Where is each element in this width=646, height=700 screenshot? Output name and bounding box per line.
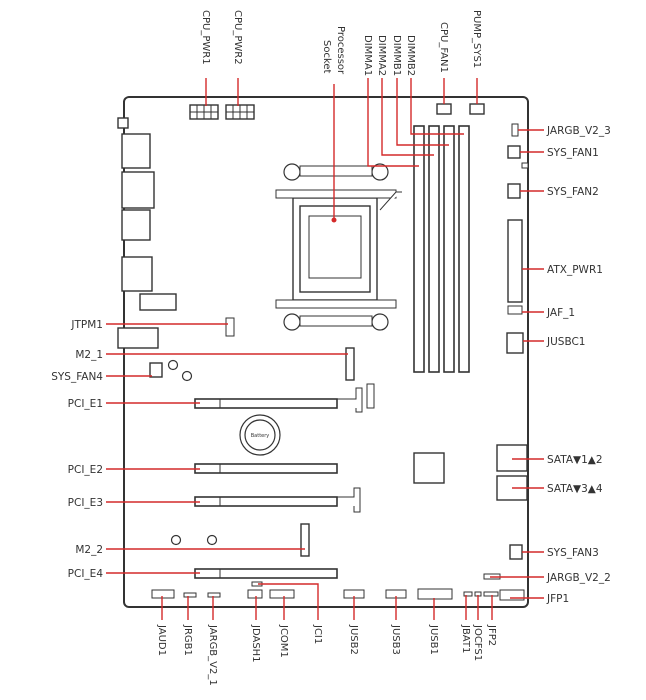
label-jusb1: JUSB1: [428, 624, 439, 655]
jcom1-header: [269, 589, 295, 599]
jargb-v2-3-header: [511, 123, 519, 137]
label-atx-pwr1: ATX_PWR1: [547, 264, 603, 276]
jbat1-header: [463, 591, 473, 597]
battery-label: Battery: [251, 433, 270, 439]
jfp2-header: [483, 591, 499, 597]
label-pci-e1: PCI_E1: [68, 398, 103, 410]
label-jargb-v2-2: JARGB_V2_2: [546, 572, 611, 584]
jrgb1-header: [183, 592, 197, 598]
label-sata12: SATA▼1▲2: [547, 454, 603, 466]
jtpm1-header: [225, 317, 235, 337]
label-m2-2: M2_2: [75, 544, 103, 556]
label-sys-fan3: SYS_FAN3: [547, 547, 599, 559]
sata12-connector: [496, 444, 528, 472]
cpu-pwr2-connector: [225, 104, 255, 120]
label-sys-fan2: SYS_FAN2: [547, 186, 599, 198]
label-jaud1: JAUD1: [156, 624, 167, 656]
label-sys-fan4: SYS_FAN4: [51, 371, 103, 383]
sys-fan4-header: [149, 362, 163, 378]
cpu-pwr1-connector: [189, 104, 219, 120]
label-jtpm1: JTPM1: [70, 319, 103, 331]
sys-fan2-header: [507, 183, 521, 199]
jaud1-header: [151, 589, 175, 599]
jusb1-header: [417, 588, 453, 600]
callouts-left: [106, 323, 348, 574]
label-jfp2: JFP2: [486, 624, 497, 646]
label-jocfs1: JOCFS1: [472, 624, 483, 661]
callouts-top: [205, 78, 478, 223]
label-dimma2: DIMMA2: [376, 35, 387, 76]
label-jdash1: JDASH1: [250, 624, 261, 663]
small-chip: [521, 162, 529, 169]
label-sata34: SATA▼3▲4: [547, 483, 603, 495]
label-jrgb1: JRGB1: [182, 624, 193, 656]
pci-e4-slot: [194, 568, 338, 579]
pci-e2-slot: [194, 463, 338, 474]
atx-pwr1-connector: [507, 219, 523, 303]
label-jargb-v2-3: JARGB_V2_3: [546, 125, 611, 137]
rear-io-panel: [117, 117, 177, 349]
sys-fan1-header: [507, 145, 521, 159]
m2-1-standoff-1: [167, 359, 179, 371]
label-cpu-pwr2: CPU_PWR2: [232, 10, 243, 65]
label-socket: Socket: [321, 40, 332, 74]
cpu-fan1-header: [436, 103, 452, 115]
label-jcom1: JCOM1: [278, 624, 289, 658]
jdash1-header: [247, 589, 263, 599]
callouts-right: [490, 129, 544, 599]
jargb-v2-1-header: [207, 592, 221, 598]
label-pump-sys1: PUMP_SYS1: [471, 10, 482, 68]
label-pci-e2: PCI_E2: [68, 464, 103, 476]
label-pci-e3: PCI_E3: [68, 497, 103, 509]
m2-2-standoff-2: [206, 534, 218, 546]
label-cpu-fan1: CPU_FAN1: [438, 22, 449, 73]
label-jusb3: JUSB3: [390, 624, 401, 655]
label-cpu-pwr1: CPU_PWR1: [200, 10, 211, 65]
label-pci-e4: PCI_E4: [68, 568, 104, 580]
label-jaf-1: JAF_1: [546, 307, 575, 319]
pump-sys1-header: [469, 103, 485, 115]
label-jargb-v2-1: JARGB_V2_1: [207, 624, 218, 686]
battery: Battery: [239, 414, 281, 456]
sys-fan3-header: [509, 544, 523, 560]
callouts-bottom: [161, 583, 493, 620]
label-jusb2: JUSB2: [348, 624, 359, 655]
label-processor: Processor: [335, 26, 346, 75]
jaf-1-header: [507, 305, 523, 315]
jfp1-header: [499, 589, 525, 601]
label-jusbc1: JUSBC1: [546, 336, 585, 348]
label-jbat1: JBAT1: [460, 624, 471, 653]
label-sys-fan1: SYS_FAN1: [547, 147, 599, 159]
chipset: [413, 452, 445, 484]
m2-1-slot: [345, 347, 355, 381]
label-dimma1: DIMMA1: [362, 35, 373, 76]
label-m2-1: M2_1: [75, 349, 103, 361]
label-jci1: JCI1: [312, 624, 323, 644]
dimm-slots: [413, 125, 470, 373]
jusbc1-connector: [506, 332, 524, 354]
label-jfp1: JFP1: [546, 593, 569, 605]
label-dimmb2: DIMMB2: [405, 35, 416, 76]
m2-2-standoff-1: [170, 534, 182, 546]
label-dimmb1: DIMMB1: [391, 35, 402, 76]
m2-1-standoff-2: [181, 370, 193, 382]
m2-2-slot: [300, 523, 310, 557]
